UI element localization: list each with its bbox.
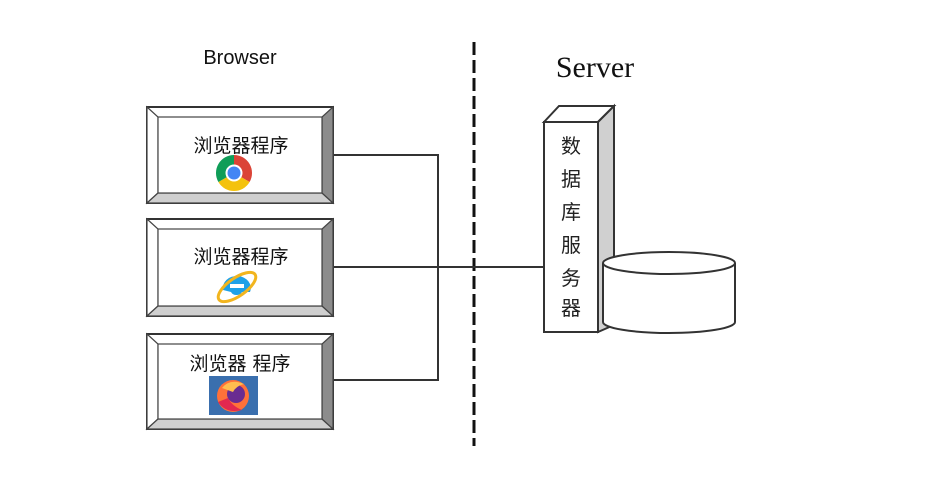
server-label-char: 服 [561,233,581,257]
client-label: 浏览器程序 [193,135,288,157]
server-label-char: 器 [561,296,581,320]
server-label-char: 数 [561,134,581,158]
browser-client-ie: 浏览器程序 [145,217,335,318]
internet-explorer-icon [216,270,258,304]
connector-lines [333,154,545,381]
firefox-icon [209,376,258,415]
server-label-char: 据 [561,167,581,191]
database-cylinder [602,251,736,334]
server-section-label: Server [556,51,634,84]
server-label-char: 库 [561,200,581,224]
server-label-char: 务 [561,266,581,290]
chrome-icon [215,155,253,192]
browser-client-firefox: 浏览器 程序 [145,332,335,431]
browser-section-label: Browser [203,47,277,69]
browser-client-chrome: 浏览器程序 [145,105,335,205]
client-label: 浏览器 程序 [189,353,290,375]
client-label: 浏览器程序 [193,246,288,268]
